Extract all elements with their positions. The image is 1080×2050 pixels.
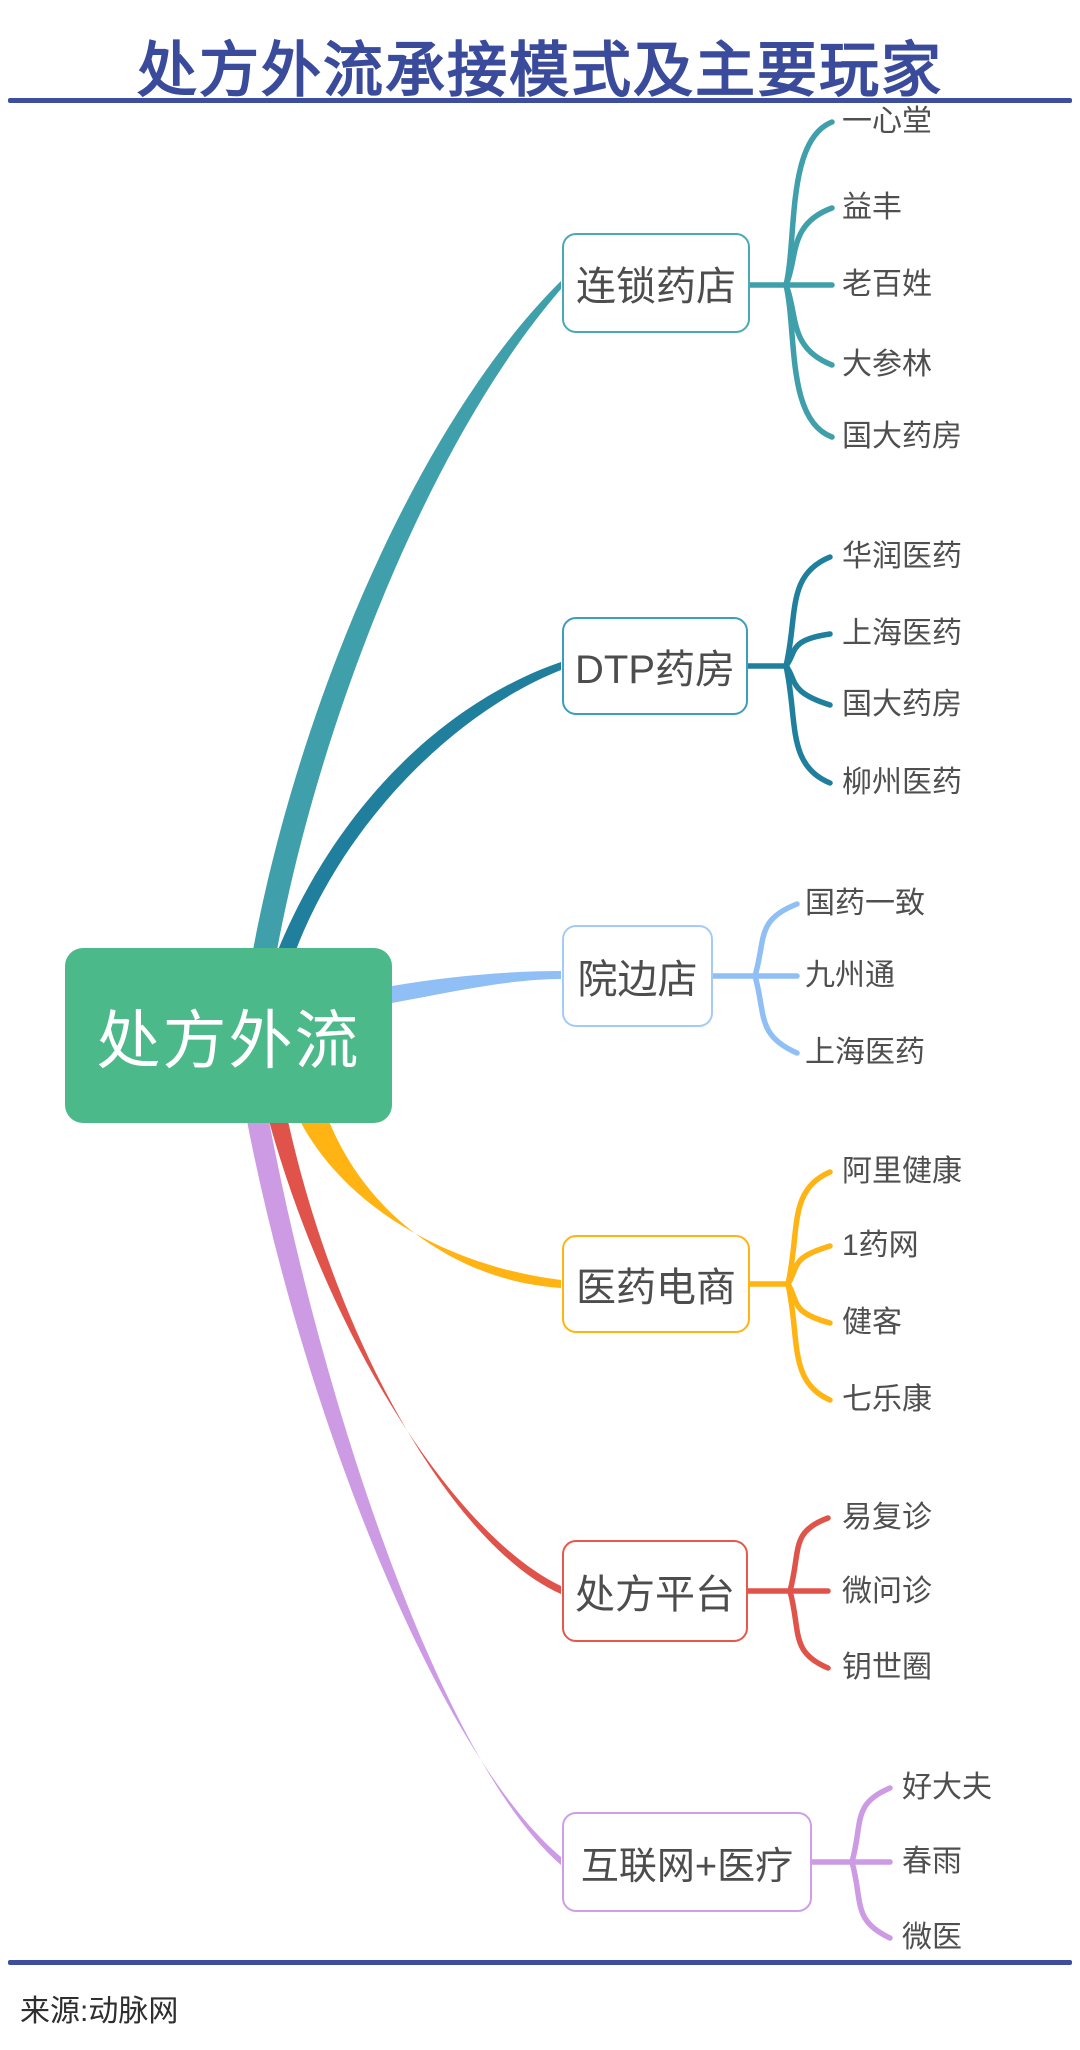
branch-curve-hospital-side-store — [392, 971, 561, 1003]
source-attribution: 来源:动脉网 — [20, 1995, 179, 2028]
root-topic: 处方外流 — [65, 948, 392, 1123]
topic-pharma-ecommerce: 医药电商 — [562, 1235, 750, 1333]
subtopic-label: 国大药房 — [842, 420, 962, 453]
fan-internet-healthcare — [809, 1785, 893, 1941]
fan-hospital-side-store — [710, 901, 800, 1056]
subtopic-label: 钥世圈 — [842, 1651, 932, 1684]
subtopic-label: 益丰 — [842, 191, 902, 224]
page-title: 处方外流承接模式及主要玩家 — [137, 38, 943, 104]
subtopic-label: 七乐康 — [842, 1383, 932, 1416]
subtopic-label: 国药一致 — [805, 887, 925, 920]
topic-internet-healthcare: 互联网+医疗 — [562, 1812, 812, 1912]
fan-pharma-ecommerce — [747, 1169, 833, 1403]
subtopic-label: 华润医药 — [842, 540, 962, 573]
subtopic-label: 柳州医药 — [842, 766, 962, 799]
subtopic-label: 国大药房 — [842, 688, 962, 721]
subtopic-label: 阿里健康 — [842, 1155, 962, 1188]
footer-divider-line — [8, 1960, 1072, 1965]
topic-dtp-pharmacy: DTP药房 — [562, 617, 748, 715]
subtopic-label: 大参林 — [842, 348, 932, 381]
branch-curve-internet-healthcare — [247, 1121, 561, 1865]
branch-curve-chain-pharmacy — [253, 281, 561, 950]
fan-chain-pharmacy — [747, 119, 835, 440]
subtopic-label: 微问诊 — [842, 1575, 932, 1608]
topic-hospital-side-store: 院边店 — [562, 925, 713, 1027]
branch-curve-dtp-pharmacy — [278, 662, 561, 950]
fan-dtp-pharmacy — [745, 554, 833, 786]
subtopic-label: 好大夫 — [902, 1771, 992, 1804]
subtopic-label: 健客 — [842, 1306, 902, 1339]
subtopic-label: 九州通 — [805, 959, 895, 992]
subtopic-label: 易复诊 — [842, 1501, 932, 1534]
fan-prescription-platform — [745, 1515, 831, 1671]
subtopic-label: 微医 — [902, 1921, 962, 1954]
subtopic-label: 上海医药 — [805, 1036, 925, 1069]
title-divider-line — [8, 98, 1072, 103]
subtopic-label: 一心堂 — [842, 105, 932, 138]
subtopic-label: 老百姓 — [842, 268, 932, 301]
topic-prescription-platform: 处方平台 — [562, 1540, 748, 1642]
subtopic-label: 春雨 — [902, 1845, 962, 1878]
subtopic-label: 上海医药 — [842, 617, 962, 650]
subtopic-label: 1药网 — [842, 1229, 919, 1262]
branch-curve-prescription-platform — [269, 1121, 561, 1594]
topic-chain-pharmacy: 连锁药店 — [562, 233, 750, 333]
branch-curve-pharma-ecommerce — [300, 1121, 561, 1288]
